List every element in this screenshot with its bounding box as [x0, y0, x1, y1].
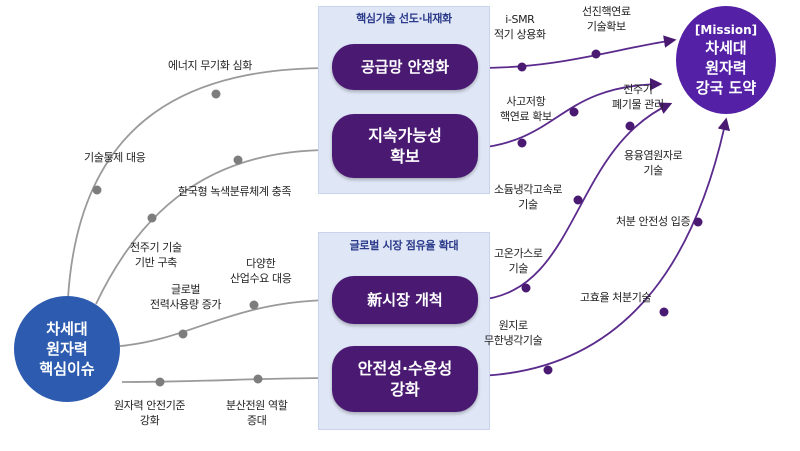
label-line: 소듐냉각고속로: [494, 183, 563, 196]
link-acceptance-to-mission: [477, 117, 731, 377]
label-line: 원지로: [498, 319, 529, 332]
hub-line: 원자력: [46, 340, 88, 358]
label-line: 기술: [643, 164, 663, 177]
label-molten-salt: 용융염원자로 기술: [624, 148, 683, 178]
label-line: 증대: [246, 414, 267, 427]
dot-disposal-safety: [693, 217, 703, 227]
label-line: 다양한: [246, 257, 276, 270]
link-market-to-mission: [477, 102, 673, 301]
label-line: 원자력 안전기준: [114, 399, 186, 412]
pill-safety-acceptance: 안전성·수용성 강화: [332, 346, 478, 412]
label-line: 전주기: [623, 83, 653, 96]
dot-safety-std: [155, 377, 165, 387]
label-line: 기술: [508, 262, 529, 275]
panel-title: 글로벌 시장 점유율 확대: [349, 239, 459, 252]
dot-global: [178, 329, 188, 339]
mission-line: 원자력: [705, 59, 747, 77]
label-line: 무한냉각기술: [484, 334, 543, 347]
pill-label: 안전성·수용성: [357, 359, 453, 378]
label-line: 용융염원자로: [624, 149, 683, 162]
dot-tech-control: [92, 185, 102, 195]
label-disposal-safety: 처분 안전성 입증: [616, 214, 691, 229]
link-sustain-to-mission: [477, 77, 663, 149]
label-line: 고온가스로: [494, 247, 543, 260]
label-line: 한국형 녹색분류체계 충족: [178, 185, 292, 198]
link-energy-to-supply: [67, 61, 333, 299]
dot-taxonomy: [233, 155, 243, 165]
label-safety-std: 원자력 안전기준 강화: [114, 398, 186, 428]
label-htgr: 고온가스로 기술: [494, 246, 543, 276]
label-distributed: 분산전원 역할 증대: [226, 398, 288, 428]
dot-advanced-fuel: [591, 49, 601, 59]
label-tech-control: 기술통제 대응: [84, 150, 146, 165]
label-global-power: 글로벌 전력사용량 증가: [150, 282, 222, 312]
label-line: i-SMR: [505, 13, 535, 26]
label-line: 사고저항: [506, 95, 546, 108]
label-line: 폐기물 관리: [612, 98, 664, 111]
mission-line: 강국 도약: [695, 79, 757, 97]
label-industry-demand: 다양한 산업수요 대응: [230, 256, 292, 286]
dot-energy: [211, 89, 221, 99]
label-line: 에너지 무기화 심화: [168, 59, 252, 72]
label-line: 강화: [139, 414, 160, 427]
label-advanced-fuel: 선진핵연료 기술확보: [582, 4, 631, 34]
panel-title: 핵심기술 선도·내재화: [356, 12, 452, 25]
pill-label: 강화: [390, 380, 420, 399]
dot-efficient-disposal: [659, 307, 669, 317]
label-line: 기술통제 대응: [84, 151, 146, 164]
label-line: 산업수요 대응: [230, 272, 292, 285]
pill-label: 지속가능성: [368, 126, 442, 145]
pill-new-market: 新시장 개척: [332, 276, 478, 324]
dot-accident-fuel: [517, 138, 527, 148]
label-taxonomy: 한국형 녹색분류체계 충족: [178, 184, 292, 199]
label-line: 기반 구축: [134, 256, 177, 269]
dot-distributed: [253, 374, 263, 384]
mission-circle: [Mission] 차세대 원자력 강국 도약: [676, 6, 776, 114]
link-supply-to-mission: [477, 35, 677, 69]
label-line: 전력사용량 증가: [150, 298, 222, 311]
dot-sodium: [573, 195, 583, 205]
label-line: 처분 안전성 입증: [616, 215, 691, 228]
hub-line: 차세대: [46, 320, 88, 338]
link-safety-to-acceptance: [121, 371, 333, 385]
hub-core-issues: 차세대 원자력 핵심이슈: [14, 296, 120, 402]
dot-remote-cooling: [543, 365, 553, 375]
mission-line: 차세대: [705, 39, 747, 57]
label-sodium: 소듐냉각고속로 기술: [494, 182, 562, 212]
label-line: 고효율 처분기술: [580, 291, 652, 304]
label-line: 분산전원 역할: [226, 399, 288, 412]
mission-tag: [Mission]: [694, 23, 758, 37]
pill-sustainability: 지속가능성 확보: [332, 114, 478, 178]
hub-line: 핵심이슈: [39, 360, 95, 378]
label-line: 핵연료 확보: [500, 110, 552, 123]
label-waste: 전주기 폐기물 관리: [612, 82, 664, 112]
label-ismr: i-SMR 적기 상용화: [494, 12, 546, 42]
pill-label: 新시장 개척: [367, 290, 443, 309]
dot-lifecycle: [147, 213, 157, 223]
label-line: 기술: [518, 198, 538, 211]
dot-htgr: [521, 283, 531, 293]
link-taxonomy-to-sustain: [95, 143, 333, 305]
pill-label: 공급망 안정화: [360, 57, 450, 76]
pill-label: 확보: [390, 147, 420, 166]
dot-ismr: [517, 62, 527, 72]
label-accident-fuel: 사고저항 핵연료 확보: [500, 94, 552, 124]
label-line: 적기 상용화: [494, 28, 546, 41]
label-line: 기술확보: [586, 20, 626, 33]
label-line: 전주기 기술: [130, 241, 182, 254]
label-line: 선진핵연료: [582, 5, 631, 18]
dot-industry: [249, 300, 259, 310]
dot-molten-salt: [625, 121, 635, 131]
dot-waste: [569, 107, 579, 117]
label-remote-cooling: 원지로 무한냉각기술: [484, 318, 543, 348]
label-energy-weapon: 에너지 무기화 심화: [168, 58, 252, 73]
pill-supply-chain: 공급망 안정화: [332, 44, 478, 90]
link-global-to-market: [119, 293, 333, 347]
label-line: 글로벌: [170, 283, 201, 296]
label-lifecycle: 전주기 기술 기반 구축: [130, 240, 182, 270]
label-efficient-disposal: 고효율 처분기술: [580, 290, 652, 305]
